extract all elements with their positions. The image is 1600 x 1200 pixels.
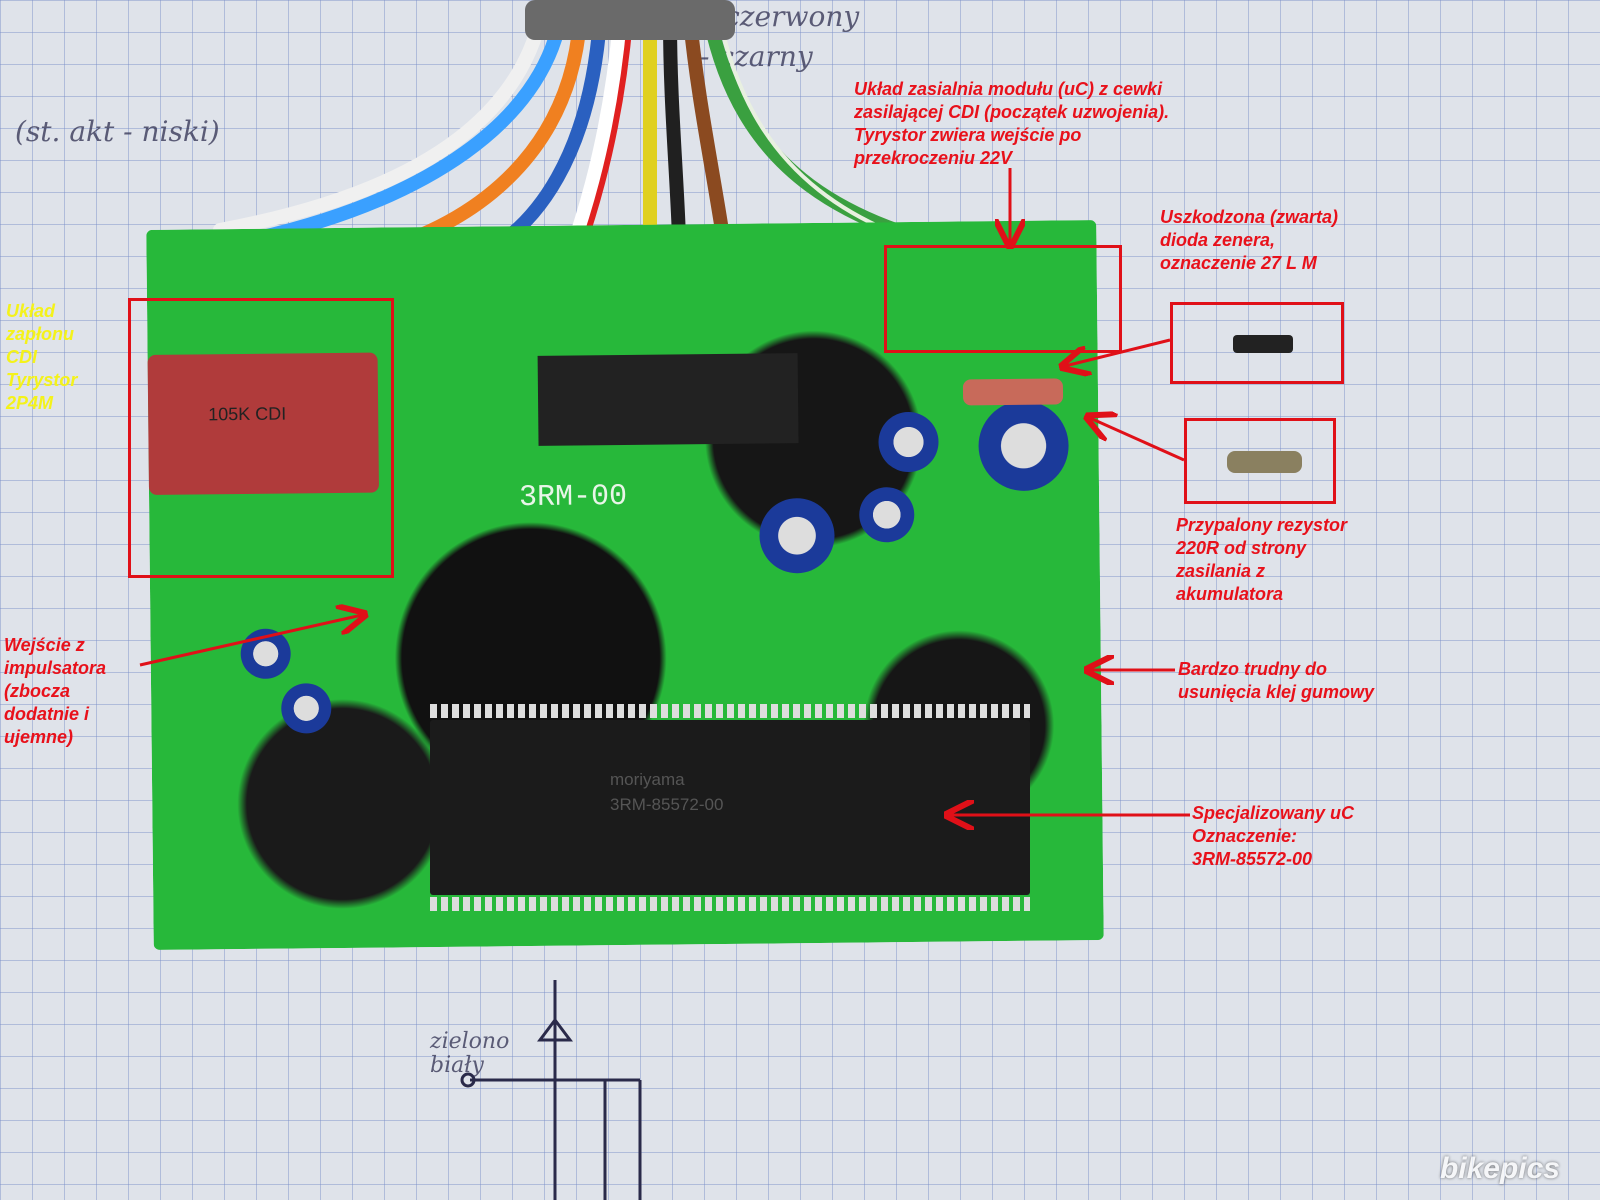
zener-diode-box — [1170, 302, 1344, 384]
zener-diode-image — [1233, 335, 1293, 353]
handwriting-top-left: (st. akt - niski) — [15, 115, 220, 148]
uc-annotation: Specjalizowany uC Oznaczenie: 3RM-85572-… — [1192, 803, 1355, 869]
zener-annotation: Uszkodzona (zwarta) dioda zenera, oznacz… — [1160, 207, 1339, 273]
ignition-annotation: Układ zapłonu CDI Tyrystor 2P4M — [6, 301, 78, 413]
microcontroller-chip: moriyama 3RM-85572-00 — [430, 704, 1030, 911]
schematic-sketch — [460, 980, 642, 1200]
watermark: bikepics — [1439, 1152, 1560, 1185]
resistor-box — [1184, 418, 1336, 504]
burnt-resistor-image — [1227, 451, 1302, 473]
chip-code: 3RM-85572-00 — [610, 795, 724, 814]
power-supply-annotation: Układ zasialnia modułu (uC) z cewki zasi… — [854, 79, 1170, 168]
glue-annotation: Bardzo trudny do usunięcia klej gumowy — [1178, 659, 1375, 702]
ignition-highlight-box — [128, 298, 394, 578]
pulser-input-annotation: Wejście z impulsatora (zbocza dodatnie i… — [4, 635, 107, 747]
resistor-annotation: Przypalony rezystor 220R od strony zasil… — [1176, 515, 1348, 604]
handwriting-bottom: zielono biały — [430, 1029, 510, 1078]
chip-brand: moriyama — [610, 770, 685, 789]
